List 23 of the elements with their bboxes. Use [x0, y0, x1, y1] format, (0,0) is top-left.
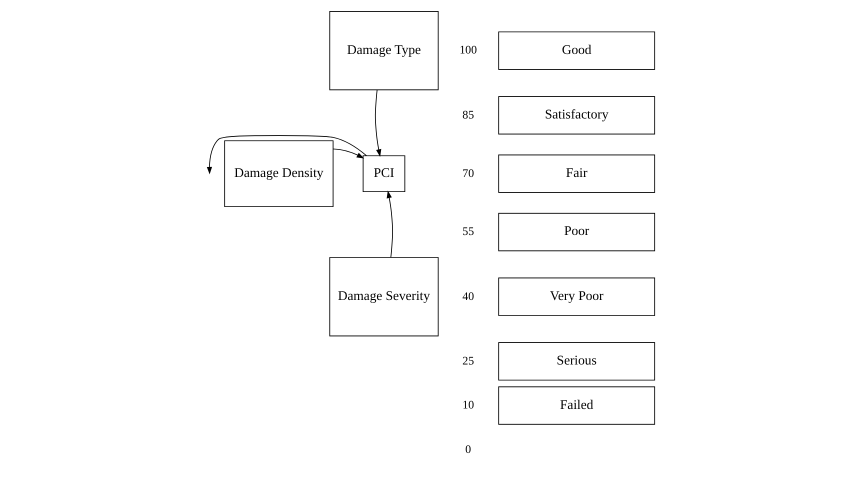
- arrow: [374, 90, 381, 157]
- arrow: [332, 148, 364, 159]
- label: 0: [464, 442, 471, 456]
- node-box: Damage Density: [224, 140, 334, 208]
- node-box: Damage Severity: [328, 257, 438, 336]
- node-box: Good: [498, 31, 655, 70]
- label: 40: [462, 290, 474, 303]
- label: 55: [462, 225, 474, 238]
- node-box: Fair: [498, 154, 655, 193]
- label: 85: [462, 108, 474, 122]
- arrow: [206, 135, 366, 174]
- label: 100: [458, 44, 476, 57]
- arrow: [386, 190, 393, 258]
- node-box: PCI: [362, 155, 405, 192]
- node-box: Serious: [498, 342, 655, 381]
- label: 70: [462, 166, 474, 180]
- node-box: Poor: [498, 212, 655, 252]
- node-box: Satisfactory: [498, 96, 655, 134]
- node-box: Failed: [498, 386, 655, 425]
- node-box: Very Poor: [498, 278, 655, 316]
- label: 10: [462, 398, 474, 412]
- node-box: Damage Type: [328, 11, 438, 90]
- label: 25: [462, 354, 474, 368]
